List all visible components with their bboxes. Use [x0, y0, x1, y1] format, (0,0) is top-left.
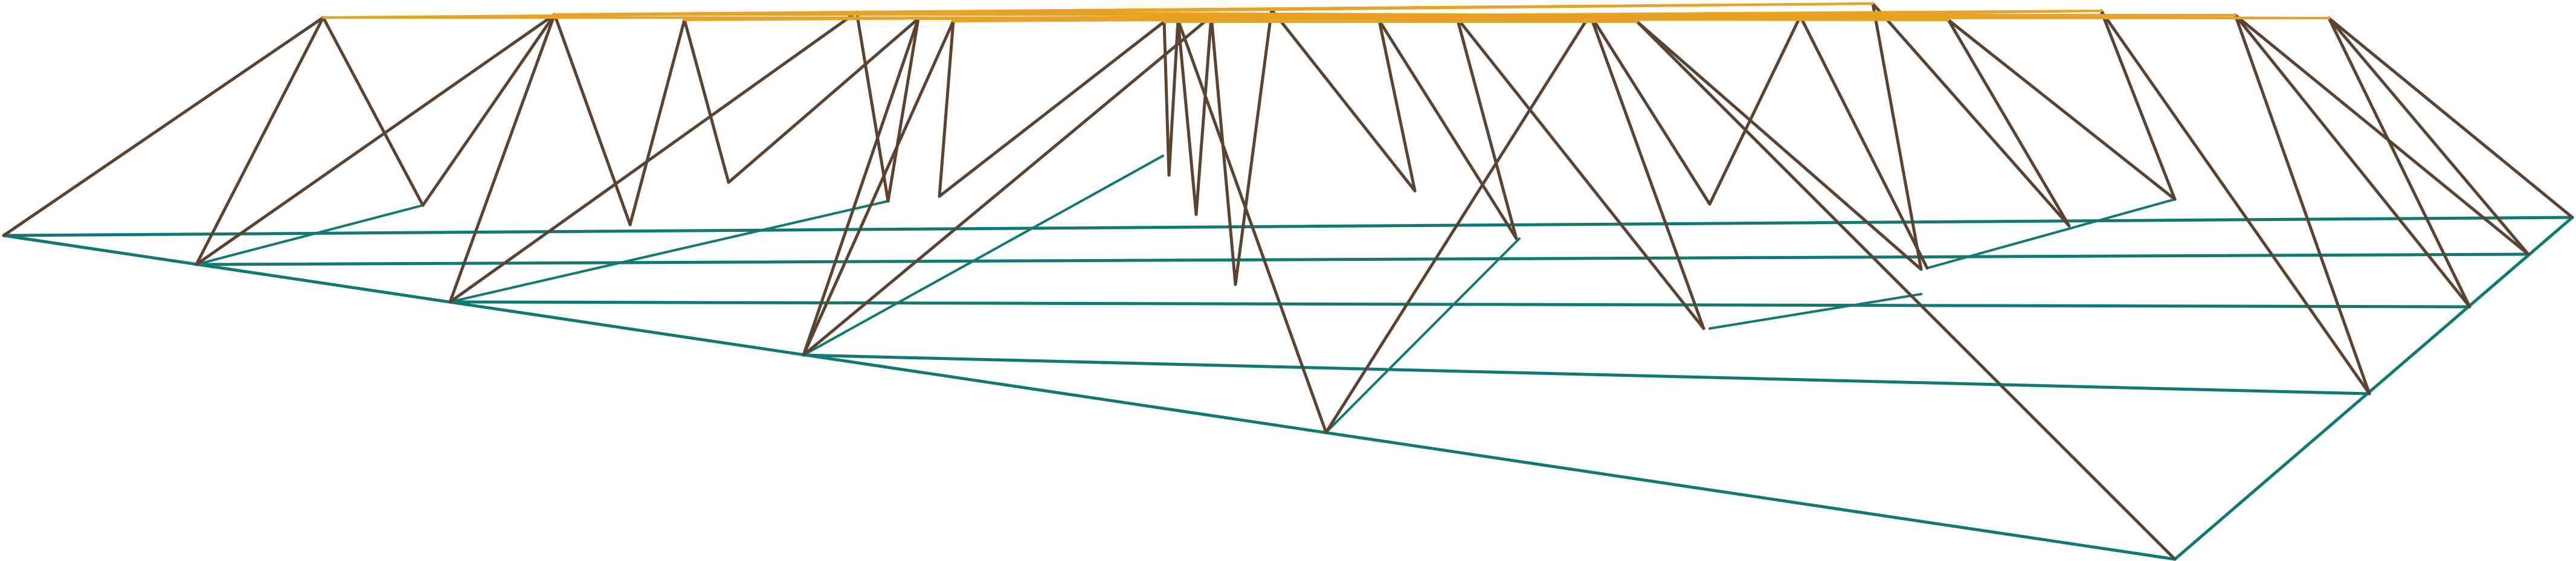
web-member-line [886, 17, 920, 203]
web-member-line [727, 17, 920, 184]
top-chord-line [553, 2, 1874, 16]
web-member-line [553, 13, 632, 226]
web-member-line [448, 13, 556, 304]
web-member-line [2233, 13, 2471, 309]
web-member-line [1798, 14, 1929, 270]
web-member-line [1635, 20, 2177, 561]
web-member-line [2099, 9, 2371, 396]
bottom-chord-line [448, 300, 2471, 309]
web-member-line [1588, 13, 1711, 206]
web-member-line [1176, 18, 1198, 216]
web-member-line [421, 13, 556, 207]
web-member-line [938, 19, 955, 198]
web-member-line [802, 19, 955, 357]
web-member-line [195, 16, 325, 266]
web-member-line [1946, 18, 2071, 228]
web-member-line [448, 10, 858, 304]
bottom-chord-line [195, 252, 2530, 266]
bottom-chord-line [1926, 198, 2176, 269]
web-member-line [628, 18, 686, 226]
web-member-line [1455, 16, 1518, 240]
bottom-chord-line [2, 234, 2177, 561]
web-member-line [1455, 16, 1705, 330]
web-member-line [2, 16, 325, 237]
web-member-line [2233, 13, 2530, 256]
bottom-chord-line [802, 353, 2371, 396]
top-chord-line [855, 11, 2330, 19]
web-member-line [1270, 8, 1417, 193]
web-member-line [1162, 20, 1171, 177]
bottom-chord-line [2173, 216, 2574, 561]
web-member-line [1708, 14, 1802, 206]
web-member-line [1377, 19, 1518, 240]
bottom-chord-line [449, 200, 889, 303]
web-member-line [195, 13, 556, 266]
web-member-line [1635, 20, 1923, 271]
web-member-line [938, 20, 1166, 198]
web-member-line [802, 14, 1213, 357]
bottom-chord-line [2, 216, 2574, 237]
web-member-line [1194, 14, 1213, 216]
bottom-chord-line [195, 204, 424, 266]
web-member-line [1377, 19, 1417, 193]
web-member-line [855, 10, 890, 203]
web-member-line [2327, 16, 2530, 256]
bottom-chord-line [802, 155, 1164, 356]
web-member-line [1871, 2, 2071, 228]
bottom-chord-grid [2, 155, 2574, 561]
web-member-line [1209, 14, 1237, 286]
web-member-line [2327, 16, 2574, 219]
bottom-chord-line [1325, 237, 1521, 434]
web-member-line [1324, 13, 1592, 434]
top-chord-grid [322, 2, 2330, 23]
web-member-line [683, 18, 730, 184]
web-member-line [1234, 8, 1274, 286]
web-member-line [1176, 18, 1328, 434]
bottom-chord-line [1708, 293, 1922, 330]
web-member-line [321, 16, 425, 207]
top-chord-line [917, 14, 2236, 20]
web-member-line [802, 17, 920, 357]
web-member-line [2233, 13, 2371, 396]
web-member-line [1871, 2, 1923, 271]
web-member-line [2099, 9, 2177, 201]
web-member-line [1588, 13, 1705, 330]
web-member-line [2327, 16, 2471, 309]
web-member-line [1946, 18, 2177, 201]
